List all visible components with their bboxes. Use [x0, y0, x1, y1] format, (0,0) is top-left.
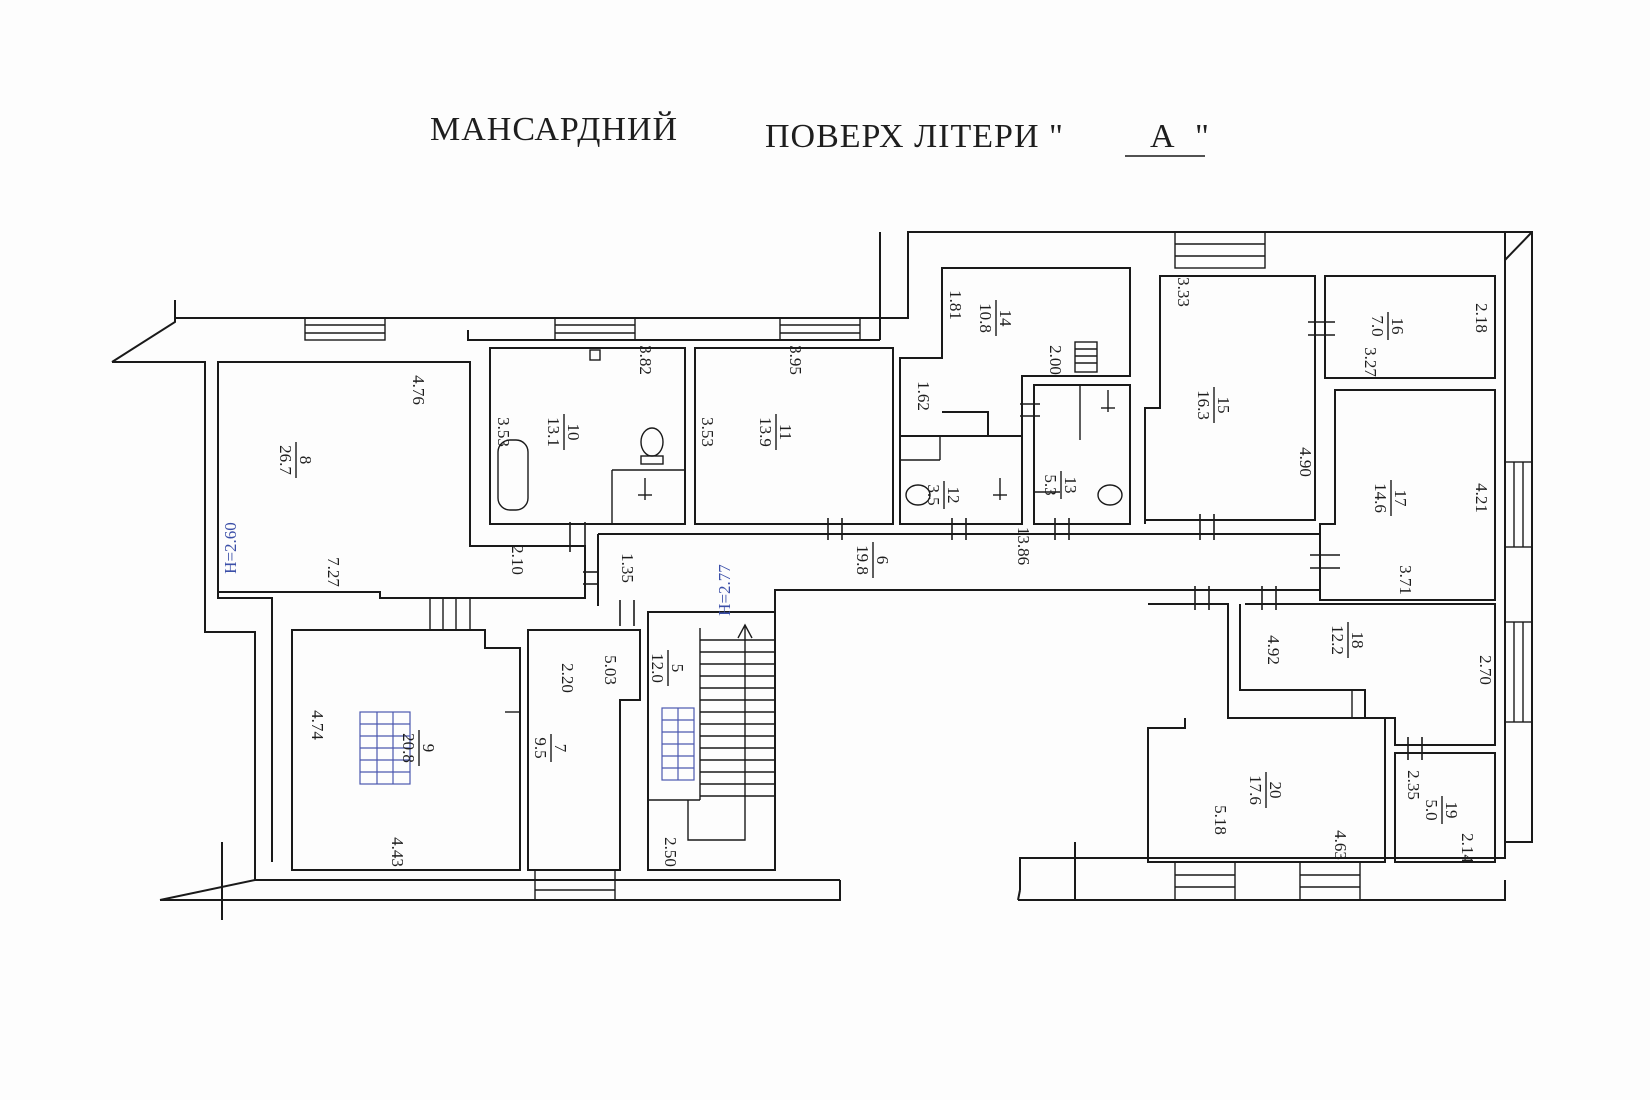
- svg-text:19: 19: [1442, 802, 1461, 819]
- vent-icon: [589, 349, 601, 361]
- room-label-20: 20 17.6: [1246, 772, 1285, 808]
- toilet-icon: [640, 427, 664, 457]
- svg-text:14: 14: [996, 310, 1015, 328]
- windows: [304, 231, 1533, 901]
- dim-label: 2.70: [1476, 655, 1495, 685]
- svg-text:17.6: 17.6: [1246, 775, 1265, 805]
- title-line1: МАНСАРДНИЙ: [430, 111, 678, 148]
- dim-label: 4.21: [1472, 483, 1491, 513]
- svg-text:16.3: 16.3: [1194, 390, 1213, 420]
- bathtub-icon: [497, 439, 529, 511]
- svg-text:9: 9: [419, 744, 438, 753]
- dim-label: 5.03: [601, 655, 620, 685]
- dimension-labels: 4.76 7.27 2.10 1.35 3.53 3.82 3.53 3.95 …: [308, 277, 1495, 867]
- room-label-5: 5 12.0: [648, 650, 687, 686]
- room-label-12: 12 3.5: [924, 481, 963, 509]
- dim-label: 5.18: [1211, 805, 1230, 835]
- dim-label: 1.35: [618, 553, 637, 583]
- svg-text:13: 13: [1061, 477, 1080, 494]
- svg-text:10.8: 10.8: [976, 303, 995, 333]
- dim-label: 2.00: [1046, 345, 1065, 375]
- dim-label: 2.50: [661, 837, 680, 867]
- room-label-10: 10 13.1: [544, 414, 583, 450]
- toilet-icon: [905, 484, 931, 506]
- dim-label: 2.14: [1458, 833, 1477, 863]
- svg-text:17: 17: [1391, 490, 1410, 508]
- room-label-13: 13 5.3: [1041, 471, 1080, 499]
- room-label-19: 19 5.0: [1422, 796, 1461, 824]
- door-marks: [569, 321, 1423, 760]
- svg-text:3.5: 3.5: [924, 484, 943, 505]
- dim-label: 3.27: [1361, 347, 1380, 377]
- dim-label: 7.27: [324, 557, 343, 587]
- dim-label: 3.82: [636, 345, 655, 375]
- svg-text:12.0: 12.0: [648, 653, 667, 683]
- svg-text:18: 18: [1348, 632, 1367, 649]
- dim-label: 2.20: [558, 663, 577, 693]
- svg-text:5: 5: [668, 664, 687, 673]
- dim-label: 4.90: [1296, 447, 1315, 477]
- svg-text:16: 16: [1388, 318, 1407, 335]
- room-label-15: 15 16.3: [1194, 387, 1233, 423]
- room-label-11: 11 13.9: [756, 414, 795, 450]
- room-label-14: 14 10.8: [976, 300, 1015, 336]
- dim-label: 2.10: [508, 545, 527, 575]
- dim-label: 4.63: [1331, 830, 1350, 860]
- svg-text:8: 8: [296, 456, 315, 465]
- dim-label: 3.53: [494, 417, 513, 447]
- dim-label: 3.71: [1396, 565, 1415, 595]
- room-label-8: 8 26.7: [276, 442, 315, 478]
- svg-text:7: 7: [551, 744, 570, 753]
- dim-label: 13.86: [1014, 527, 1033, 565]
- svg-text:19.8: 19.8: [853, 545, 872, 575]
- room-label-17: 17 14.6: [1371, 480, 1410, 516]
- svg-text:26.7: 26.7: [276, 445, 295, 475]
- radiator-grid-icon: [359, 711, 411, 785]
- dim-label: 2.35: [1404, 770, 1423, 800]
- room-label-9: 9 20.8: [399, 730, 438, 766]
- height-mark: H=2.77: [715, 564, 734, 616]
- svg-text:14.6: 14.6: [1371, 483, 1390, 513]
- dim-label: 3.95: [786, 345, 805, 375]
- room-labels: 8 26.7 10 13.1 11 13.9 14 10.8 12 3.5 13…: [276, 300, 1461, 824]
- toilet-icon: [1097, 484, 1123, 506]
- svg-text:5.3: 5.3: [1041, 474, 1060, 495]
- boiler-icon: [1074, 341, 1098, 373]
- dim-label: 4.74: [308, 710, 327, 740]
- svg-text:13.9: 13.9: [756, 417, 775, 447]
- room-label-6: 6 19.8: [853, 542, 892, 578]
- svg-text:9.5: 9.5: [531, 737, 550, 758]
- svg-text:12.2: 12.2: [1328, 625, 1347, 655]
- dim-label: 4.92: [1264, 635, 1283, 665]
- dim-label: 3.53: [698, 417, 717, 447]
- svg-text:5.0: 5.0: [1422, 799, 1441, 820]
- dim-label: 1.81: [946, 290, 965, 320]
- svg-text:10: 10: [564, 424, 583, 441]
- radiator-grid-icon: [661, 707, 695, 781]
- svg-text:20: 20: [1266, 782, 1285, 799]
- title-close: ": [1195, 118, 1210, 155]
- svg-text:13.1: 13.1: [544, 417, 563, 447]
- dim-label: 3.33: [1174, 277, 1193, 307]
- fixtures: [359, 341, 1123, 841]
- room-walls: [217, 267, 1496, 871]
- svg-text:20.8: 20.8: [399, 733, 418, 763]
- title-letter: А: [1150, 118, 1176, 155]
- svg-text:6: 6: [873, 556, 892, 565]
- dim-label: 1.62: [914, 381, 933, 411]
- dim-label: 4.76: [409, 375, 428, 405]
- svg-text:7.0: 7.0: [1368, 315, 1387, 336]
- svg-text:12: 12: [944, 487, 963, 504]
- dim-label: 2.18: [1472, 303, 1491, 333]
- room-label-16: 16 7.0: [1368, 312, 1407, 340]
- dim-label: 4.43: [388, 837, 407, 867]
- title-line2: ПОВЕРХ ЛІТЕРИ ": [765, 118, 1064, 155]
- svg-text:15: 15: [1214, 397, 1233, 414]
- stairs: [648, 623, 775, 841]
- room-label-18: 18 12.2: [1328, 622, 1367, 658]
- svg-text:11: 11: [776, 424, 795, 440]
- room-label-7: 7 9.5: [531, 734, 570, 762]
- height-mark: H=2.60: [221, 522, 240, 574]
